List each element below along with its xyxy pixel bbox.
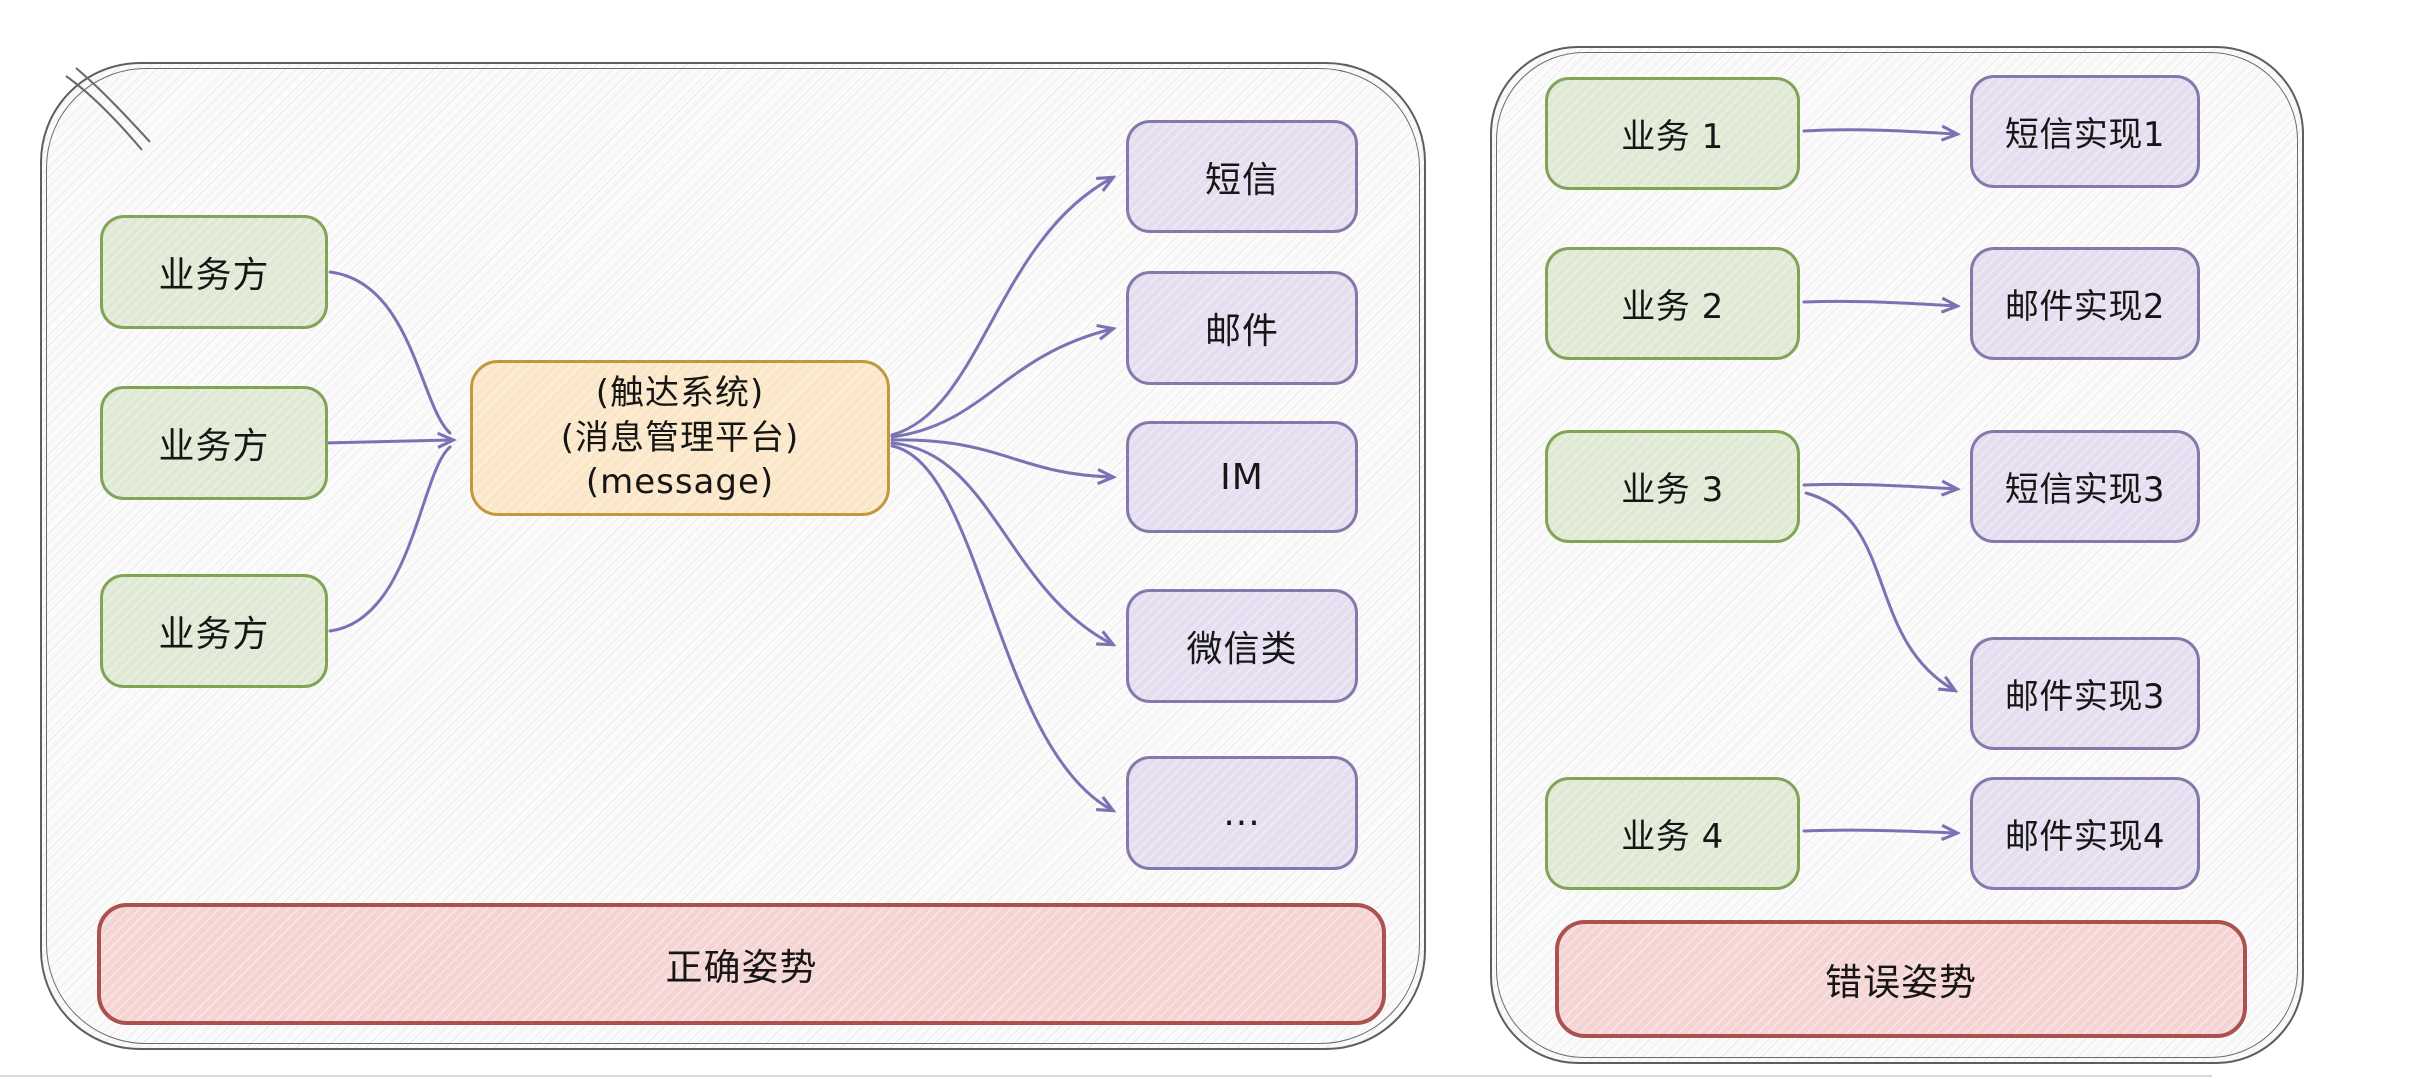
message-hub-box: (触达系统) (消息管理平台) (message) [470,360,890,516]
channel-more-box: ... [1126,756,1358,870]
wrong-caption-bar: 错误姿势 [1555,920,2247,1038]
service-label: 业务 2 [1621,287,1724,327]
correct-caption-bar: 正确姿势 [97,903,1386,1025]
business-source-box-1: 业务方 [100,215,328,329]
impl-label: 邮件实现4 [2004,817,2166,857]
channel-label: 邮件 [1204,311,1279,352]
impl-box-email2: 邮件实现2 [1970,247,2200,360]
channel-label: ... [1223,792,1261,834]
impl-box-email4: 邮件实现4 [1970,777,2200,890]
service-box-4: 业务 4 [1545,777,1800,890]
impl-box-sms1: 短信实现1 [1970,75,2200,188]
impl-label: 邮件实现3 [2004,677,2166,717]
impl-label: 邮件实现2 [2004,287,2166,327]
service-box-3: 业务 3 [1545,430,1800,543]
impl-box-email3: 邮件实现3 [1970,637,2200,750]
service-label: 业务 4 [1621,817,1724,857]
service-label: 业务 3 [1621,470,1724,510]
channel-sms-box: 短信 [1126,120,1358,233]
wrong-approach-panel [1490,46,2304,1064]
service-box-1: 业务 1 [1545,77,1800,190]
channel-email-box: 邮件 [1126,271,1358,385]
channel-im-box: IM [1126,421,1358,533]
hub-line-1: (触达系统) [595,372,765,413]
service-label: 业务 1 [1621,117,1724,157]
channel-wechat-box: 微信类 [1126,589,1358,703]
correct-caption-label: 正确姿势 [665,946,818,989]
business-source-box-3: 业务方 [100,574,328,688]
channel-label: 短信 [1204,159,1279,201]
impl-box-sms3: 短信实现3 [1970,430,2200,543]
impl-label: 短信实现3 [2004,470,2166,510]
service-box-2: 业务 2 [1545,247,1800,360]
channel-label: IM [1220,456,1264,498]
hub-line-3: (message) [585,462,775,503]
impl-label: 短信实现1 [2004,115,2166,155]
hub-line-2: (消息管理平台) [560,417,800,458]
business-source-label: 业务方 [158,426,270,467]
business-source-label: 业务方 [158,614,270,655]
wrong-caption-label: 错误姿势 [1825,961,1977,1004]
channel-label: 微信类 [1186,629,1298,670]
business-source-label: 业务方 [158,255,270,296]
business-source-box-2: 业务方 [100,386,328,500]
